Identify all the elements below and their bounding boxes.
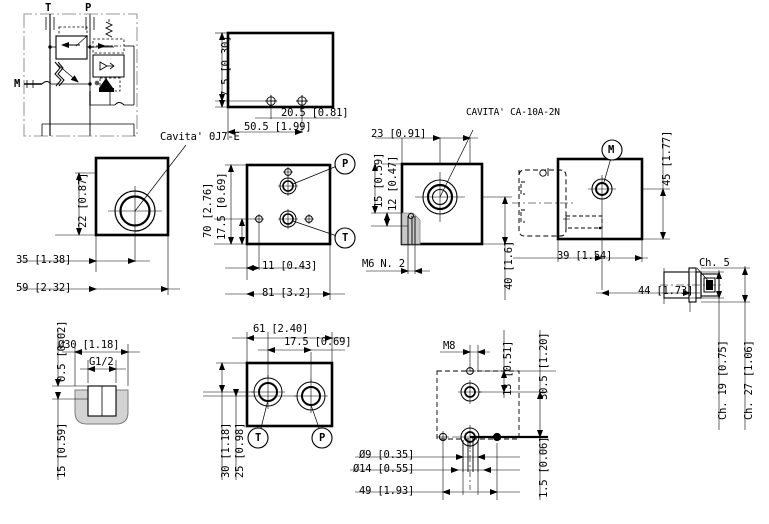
dim-22-label: 22 [0.87] bbox=[77, 172, 89, 228]
dim-49-label: 49 [1.93] bbox=[359, 485, 415, 497]
dim-ch5-label: Ch. 5 bbox=[699, 257, 730, 269]
view-top-middle bbox=[215, 31, 340, 140]
dim-d14-label: Ø14 [0.55] bbox=[353, 463, 415, 475]
dim-39-label: 39 [1.54] bbox=[557, 250, 613, 262]
view-cavity-ca10a2n bbox=[366, 129, 512, 300]
dim-35-label: 35 [1.38] bbox=[16, 254, 72, 266]
dim-30-label: 30 [1.18] bbox=[220, 422, 232, 478]
bubble-t-view2-label: T bbox=[342, 232, 349, 244]
bubble-p-view2-label: P bbox=[342, 158, 349, 170]
dim-70-label: 70 [2.76] bbox=[202, 182, 214, 238]
detail-cartridge bbox=[596, 266, 750, 430]
dim-17-5-label: 17.5 [0.69] bbox=[216, 172, 228, 240]
dim-13-label: 13 [0.51] bbox=[502, 340, 514, 396]
dim-ch19-label: Ch. 19 [0.75] bbox=[717, 340, 729, 420]
dim-12-label: 12 [0.47] bbox=[387, 155, 399, 211]
bubble-m-view4-label: M bbox=[608, 144, 615, 156]
dim-g12-label: G1/2 bbox=[89, 356, 114, 368]
dim-20-5-label: 20.5 [0.81] bbox=[281, 107, 349, 119]
dim-m8-label: M8 bbox=[443, 340, 456, 352]
cavity-ca10a2n-label: CAVITA' CA-10A-2N bbox=[466, 107, 560, 118]
dim-25-label: 25 [0.98] bbox=[234, 422, 246, 478]
dim-17-5-b-label: 17.5 [0.69] bbox=[284, 336, 352, 348]
view-hidden-outline-details bbox=[520, 168, 549, 223]
dim-45-label: 45 [1.77] bbox=[661, 130, 673, 186]
view-bottom-left-g12 bbox=[52, 330, 140, 480]
dim-81-label: 81 [3.2] bbox=[262, 287, 311, 299]
schematic-port-t: T bbox=[45, 2, 52, 14]
port-bubbles bbox=[247, 139, 623, 449]
dim-40-label: 40 [1.6] bbox=[503, 241, 515, 290]
dim-11-label: 11 [0.43] bbox=[262, 260, 318, 272]
view-bottom-right-fixing bbox=[350, 330, 556, 500]
view-hidden-outline bbox=[512, 169, 576, 237]
dim-59-label: 59 [2.32] bbox=[16, 282, 72, 294]
view-right-m-port bbox=[513, 140, 670, 270]
dim-d30-label: Ø30 [1.18] bbox=[58, 339, 120, 351]
dim-15-label: 15 [0.59] bbox=[373, 152, 385, 208]
schematic-port-m: M bbox=[14, 78, 21, 90]
cavity-0j7e-label: Cavita' 0J7-E bbox=[160, 131, 240, 143]
bubble-p-bottom-label: P bbox=[319, 432, 326, 444]
dim-7-5-label: 7.5 [0.30] bbox=[220, 35, 232, 97]
dim-15-bl-label: 15 [0.59] bbox=[56, 422, 68, 478]
dim-ch27-label: Ch. 27 [1.06] bbox=[743, 340, 755, 420]
view-center-face bbox=[214, 163, 345, 300]
dim-23-label: 23 [0.91] bbox=[371, 128, 427, 140]
view-bottom-center-tp bbox=[203, 332, 345, 480]
view-left-cavity bbox=[20, 144, 187, 295]
schematic-group bbox=[23, 13, 138, 137]
dim-61-label: 61 [2.40] bbox=[253, 323, 309, 335]
bubble-t-bottom-label: T bbox=[255, 432, 262, 444]
dim-50-5-label: 50.5 [1.99] bbox=[244, 121, 312, 133]
dim-m6-label: M6 N. 2 bbox=[362, 258, 405, 270]
dim-1-5-label: 1.5 [0.06] bbox=[538, 436, 550, 498]
dim-d9-label: Ø9 [0.35] bbox=[359, 449, 415, 461]
dim-44-label: 44 [1.73] bbox=[638, 285, 694, 297]
dim-30-5-label: 30.5 [1.20] bbox=[538, 332, 550, 400]
dim-0-5-label: 0.5 [0.02] bbox=[56, 320, 68, 382]
schematic-port-p: P bbox=[85, 2, 92, 14]
